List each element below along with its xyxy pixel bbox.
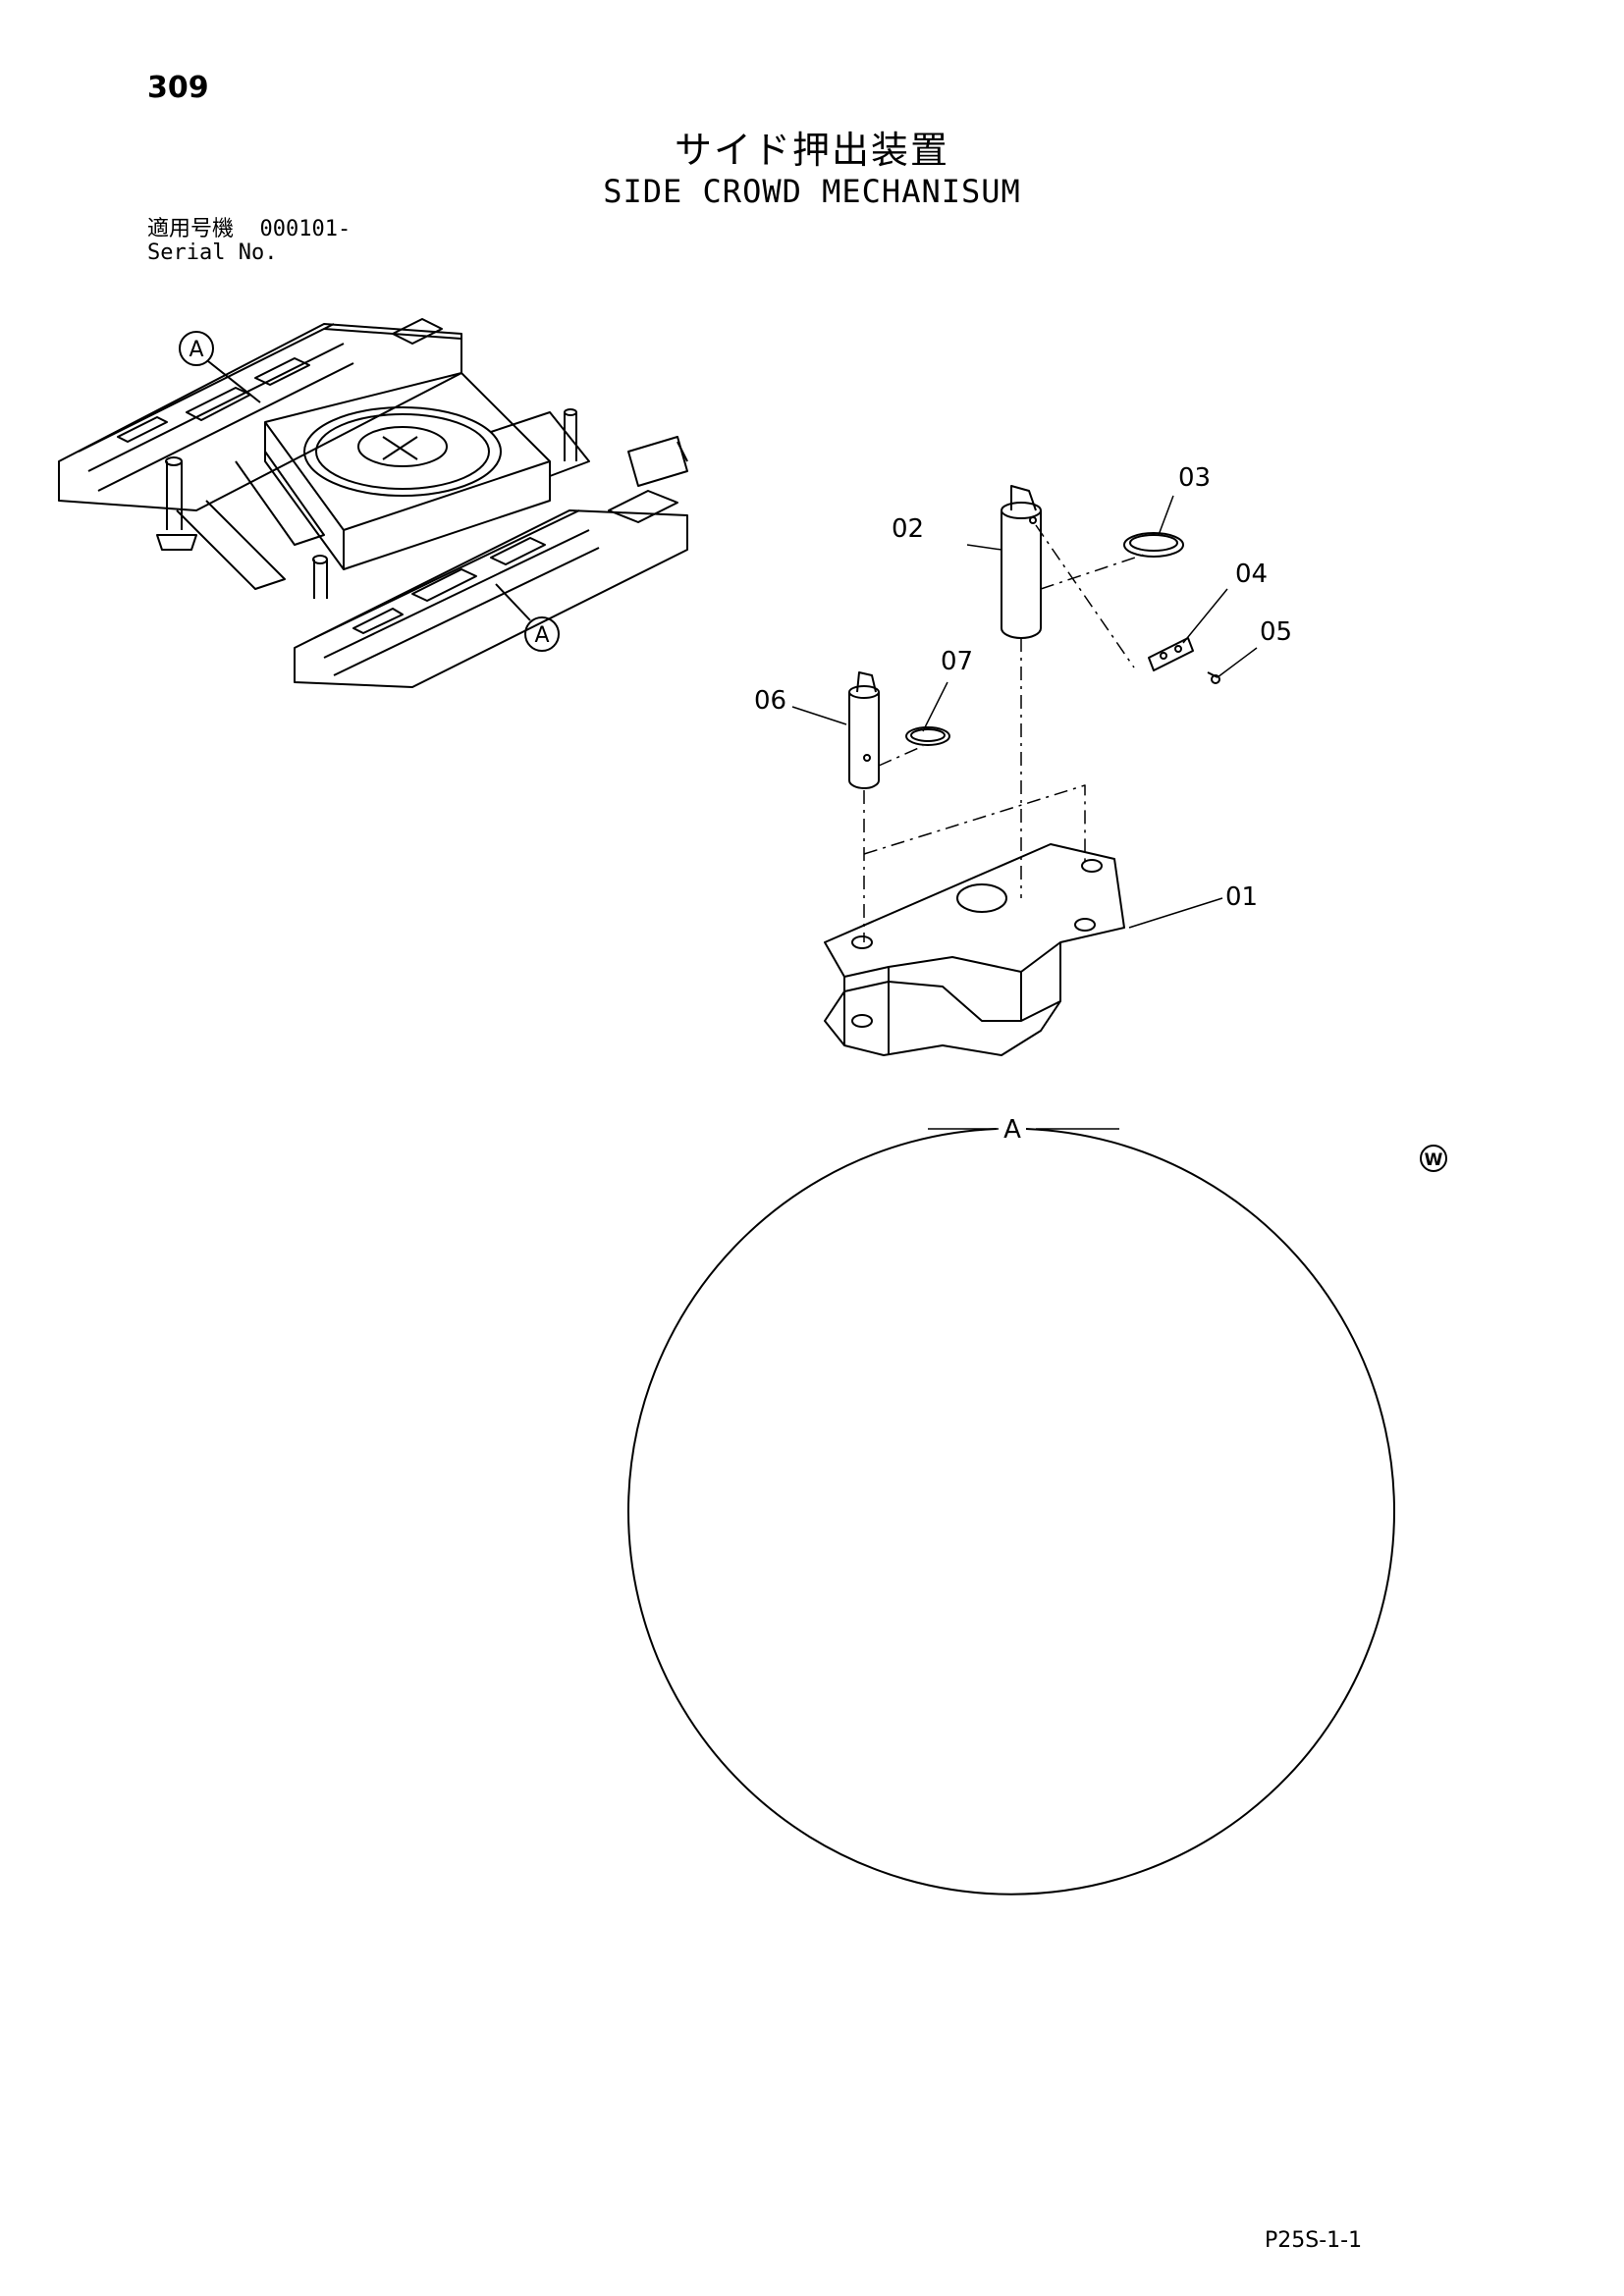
part-label-05: 05 [1260, 617, 1292, 647]
serial-label-english: Serial No. [147, 240, 278, 265]
part-02-pin [1001, 485, 1042, 639]
part-05-bolt [1207, 671, 1220, 684]
page-title-japanese: サイド押出装置 [674, 129, 949, 172]
page-number: 309 [147, 71, 209, 105]
part-03-ring [1123, 532, 1184, 558]
part-label-07: 07 [941, 647, 973, 676]
part-06-pin [848, 671, 880, 789]
assembly-lines [863, 524, 1145, 942]
corner-mark: W [1425, 1150, 1443, 1170]
serial-label-japanese: 適用号機 [147, 217, 235, 241]
part-label-02: 02 [892, 514, 924, 544]
part-04-plate [1148, 637, 1194, 671]
undercarriage-frame-overview [58, 318, 688, 688]
part-label-06: 06 [754, 686, 786, 716]
corner-mark-circle [1420, 1145, 1447, 1172]
part-label-04: 04 [1235, 560, 1268, 589]
detail-label-a: A [1003, 1115, 1021, 1145]
part-01-bracket [824, 843, 1125, 1056]
drawing-code: P25S-1-1 [1265, 2228, 1363, 2253]
page-title-english: SIDE CROWD MECHANISUM [603, 173, 1021, 210]
part-label-03: 03 [1178, 463, 1211, 493]
detail-view-a [627, 485, 1395, 1896]
serial-block: 適用号機 000101- Serial No. [147, 218, 351, 265]
part-07-ring [905, 726, 950, 746]
serial-value: 000101- [259, 217, 352, 241]
callout-a-top: A [189, 338, 203, 362]
callout-a-bottom: A [534, 623, 549, 648]
part-label-01: 01 [1225, 882, 1258, 912]
leader-lines [791, 495, 1258, 1130]
